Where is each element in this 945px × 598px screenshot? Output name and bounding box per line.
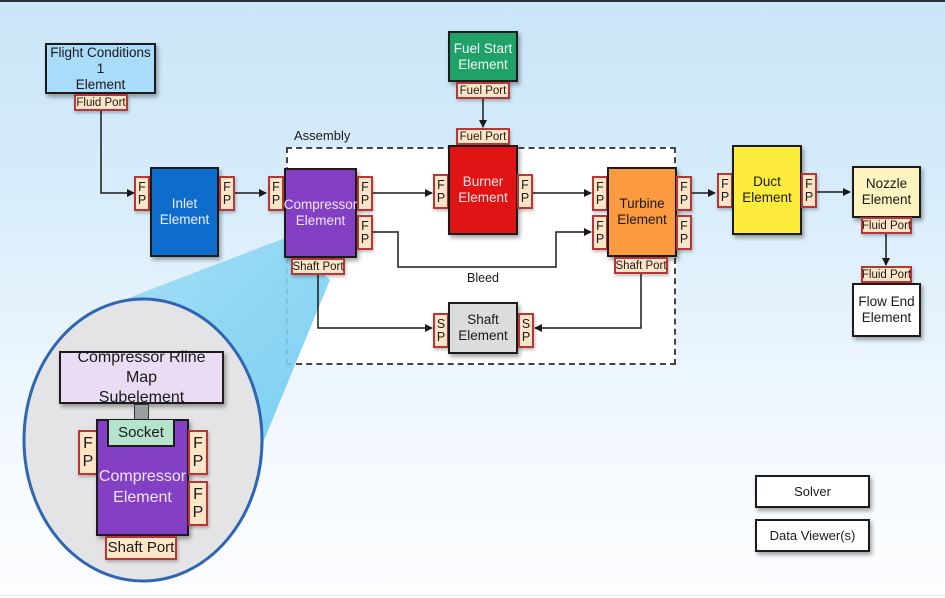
compressor-shaft-port[interactable]: Shaft Port (291, 258, 345, 275)
assembly-label: Assembly (294, 128, 351, 143)
burner-fuel-port[interactable]: Fuel Port (456, 128, 510, 145)
socket-connector (134, 404, 149, 420)
element-label: Element (113, 488, 172, 506)
turbine-shaft-port[interactable]: Shaft Port (614, 257, 668, 274)
element-label: Inlet (171, 196, 198, 211)
element-label: Element (159, 212, 210, 227)
connection-bleed (372, 228, 592, 268)
element-label: Shaft (467, 312, 499, 327)
socket[interactable]: Socket (107, 420, 175, 447)
flight-conditions-fluid-port[interactable]: Fluid Port (74, 94, 128, 111)
element-label: Element (75, 76, 126, 92)
bleed-label: Bleed (467, 271, 499, 285)
element-label: Element (295, 213, 346, 228)
element-label: Compressor Rline Map (77, 348, 206, 386)
element-label: Compressor (98, 467, 187, 485)
element-label: Element (861, 192, 912, 207)
magnifier-shaft-port: Shaft Port (105, 536, 177, 560)
element-label: Duct (753, 174, 781, 189)
element-label: Subelement (98, 388, 185, 406)
element-label: Fuel Start (453, 40, 513, 56)
element-label: Nozzle (865, 176, 908, 191)
element-label: Element (458, 328, 508, 343)
solver-button[interactable]: Solver (755, 475, 870, 508)
connection-turbine-shaft (534, 274, 642, 332)
element-label: Element (617, 212, 667, 227)
connection-flight-to-inlet (100, 111, 135, 197)
element-label: Flight Conditions 1 (50, 44, 151, 76)
data-viewers-button[interactable]: Data Viewer(s) (755, 519, 870, 552)
element-label: Compressor (283, 197, 358, 212)
flow-end-fluid-port[interactable]: Fluid Port (861, 266, 912, 283)
element-label: Flow End (858, 294, 915, 309)
element-label: Element (861, 310, 912, 325)
element-label: Element (458, 56, 508, 72)
element-label: Burner (462, 174, 504, 189)
element-label: Element (458, 190, 508, 205)
nozzle-fluid-port[interactable]: Fluid Port (861, 217, 912, 234)
connection-compressor-shaft (317, 274, 433, 332)
window-top-border (0, 0, 945, 2)
element-label: Turbine (619, 196, 665, 211)
fuel-start-fuel-port[interactable]: Fuel Port (456, 82, 510, 99)
bottom-divider (0, 595, 945, 596)
element-label: Element (742, 190, 792, 205)
